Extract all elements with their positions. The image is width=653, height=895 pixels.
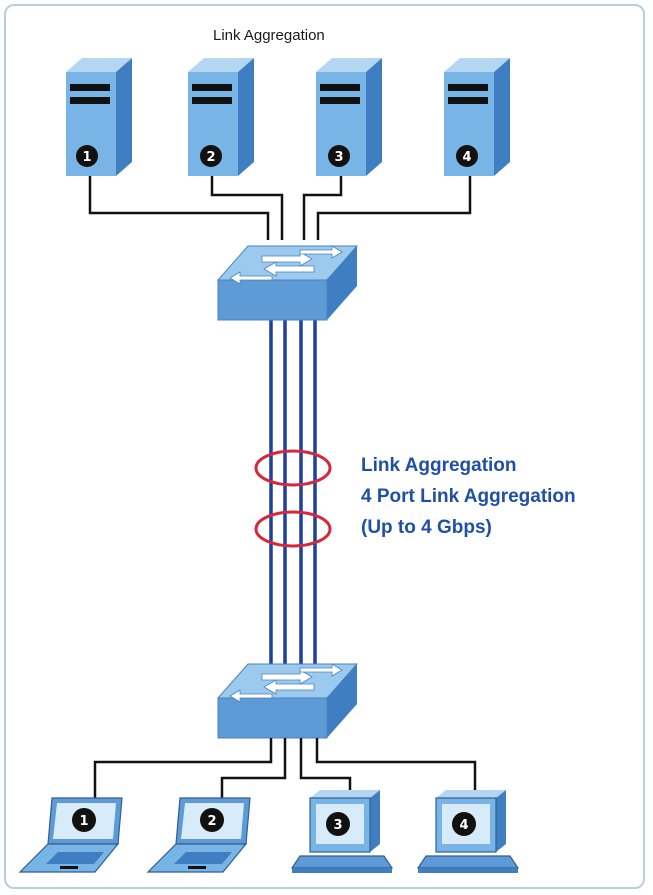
aggregated-links — [269, 318, 317, 672]
top-switch — [216, 245, 359, 321]
server-cables — [88, 175, 472, 240]
client-1-number: 1 — [79, 814, 88, 829]
client-2-badge-icon — [200, 808, 224, 832]
server-1-number: 1 — [82, 150, 91, 165]
client-4-number: 4 — [459, 818, 468, 833]
client-1-badge-icon — [72, 808, 96, 832]
server-2: 2 — [188, 58, 254, 176]
server-cable-3 — [302, 175, 343, 240]
annotation-line-3: (Up to 4 Gbps) — [361, 517, 492, 538]
client-3-desktop-icon: 3 — [290, 790, 394, 873]
server-3-number: 3 — [334, 150, 343, 165]
client-2-laptop-icon: 2 — [146, 797, 251, 873]
client-3-number: 3 — [333, 818, 342, 833]
top-switch-arrows-icon — [229, 245, 343, 285]
server-4: 4 — [444, 58, 510, 176]
server-4-number: 4 — [462, 150, 471, 165]
client-2-number: 2 — [207, 814, 216, 829]
server-1-badge-icon — [76, 145, 98, 167]
server-3: 3 — [316, 58, 382, 176]
client-cable-4 — [315, 738, 477, 798]
client-cable-3 — [299, 738, 352, 798]
bottom-switch-arrows-icon — [229, 663, 343, 703]
server-2-number: 2 — [206, 150, 215, 165]
server-cable-2 — [210, 175, 284, 240]
annotation-line-2: 4 Port Link Aggregation — [361, 486, 576, 507]
client-cable-2 — [220, 738, 287, 798]
client-cable-1 — [93, 738, 273, 798]
client-cables — [93, 738, 477, 798]
aggregation-ring-upper — [254, 449, 332, 487]
diagram-title: Link Aggregation — [213, 27, 325, 44]
bottom-switch-side — [327, 664, 357, 738]
server-4-badge-icon — [456, 145, 478, 167]
top-switch-side — [327, 246, 357, 320]
bottom-switch-front — [217, 697, 328, 739]
client-4-desktop-icon: 4 — [416, 790, 520, 873]
server-3-badge-icon — [328, 145, 350, 167]
client-3-badge-icon — [326, 812, 350, 836]
server-cable-4 — [316, 175, 472, 240]
server-2-badge-icon — [200, 145, 222, 167]
client-1-laptop-icon: 1 — [18, 797, 123, 873]
top-switch-front — [217, 279, 328, 321]
annotation-line-1: Link Aggregation — [361, 455, 517, 476]
client-4-badge-icon — [452, 812, 476, 836]
server-cable-1 — [88, 175, 270, 240]
server-1: 1 — [66, 58, 132, 176]
bottom-switch — [216, 663, 359, 739]
aggregation-ring-lower — [254, 510, 332, 548]
